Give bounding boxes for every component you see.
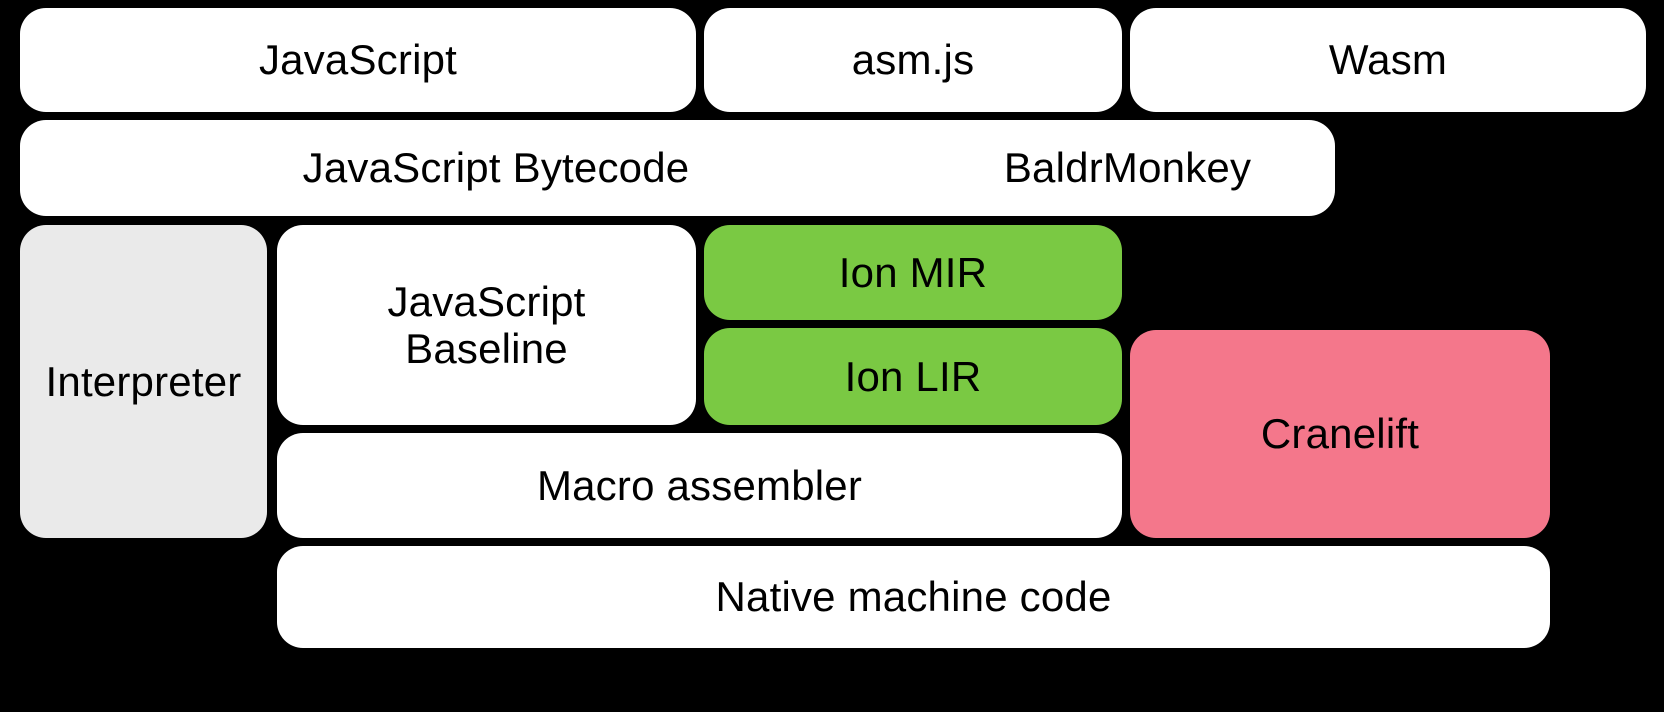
- node-javascript-baseline: JavaScript Baseline: [277, 225, 696, 425]
- node-asm-js: asm.js: [704, 8, 1122, 112]
- node-native-machine-code: Native machine code: [277, 546, 1550, 648]
- node-ion-mir: Ion MIR: [704, 225, 1122, 320]
- node-wasm: Wasm: [1130, 8, 1646, 112]
- node-cranelift: Cranelift: [1130, 330, 1550, 538]
- node-interpreter: Interpreter: [20, 225, 267, 538]
- node-javascript-bytecode: JavaScript Bytecode: [20, 120, 972, 216]
- node-ion-lir: Ion LIR: [704, 328, 1122, 425]
- node-baldrmonkey: BaldrMonkey: [920, 120, 1335, 216]
- node-javascript: JavaScript: [20, 8, 696, 112]
- node-macro-assembler: Macro assembler: [277, 433, 1122, 538]
